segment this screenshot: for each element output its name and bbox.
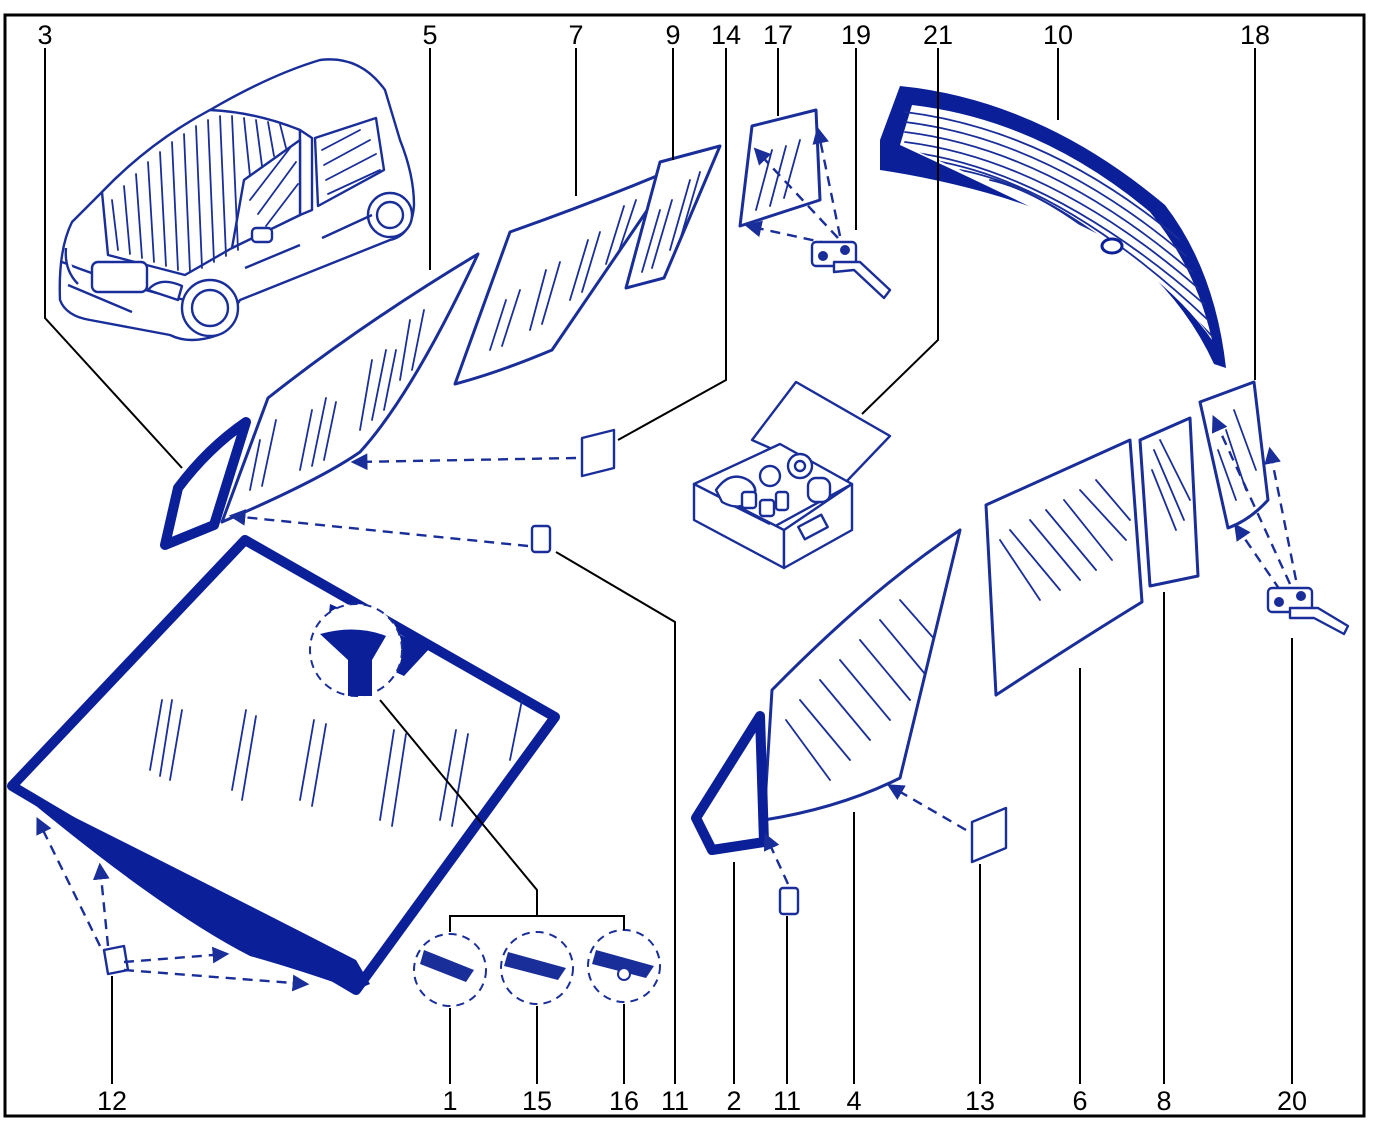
callout-6: 6 [1072, 1086, 1087, 1116]
glass-part-5 [220, 252, 480, 524]
callout-20: 20 [1277, 1086, 1307, 1116]
repair-kit-box [692, 380, 892, 570]
leader-lines [44, 48, 1293, 1084]
callout-11a: 11 [661, 1086, 689, 1116]
callout-7: 7 [568, 20, 583, 50]
clip-part-13 [970, 806, 1008, 864]
callout-9: 9 [665, 20, 680, 50]
rear-screen-10 [880, 86, 1226, 368]
clip-part-11a [530, 524, 552, 554]
diagram-border [3, 13, 1366, 1118]
callout-11b: 11 [773, 1086, 801, 1116]
glass-part-2 [691, 711, 769, 855]
detail-circles [413, 929, 661, 1007]
callout-16: 16 [609, 1086, 639, 1116]
glass-part-3 [160, 417, 251, 550]
car-hatching [111, 115, 381, 273]
callout-19: 19 [841, 20, 871, 50]
clip-part-11b [778, 886, 800, 916]
windscreen [7, 535, 560, 995]
callout-8: 8 [1156, 1086, 1171, 1116]
suction-tool-20 [1266, 586, 1350, 636]
callout-21: 21 [923, 20, 953, 50]
callout-10: 10 [1043, 20, 1073, 50]
callout-5: 5 [422, 20, 437, 50]
callout-3: 3 [37, 20, 52, 50]
callout-17: 17 [763, 20, 793, 50]
callout-12: 12 [97, 1086, 127, 1116]
callout-18: 18 [1240, 20, 1270, 50]
clip-part-14 [580, 428, 616, 478]
callout-15: 15 [522, 1086, 552, 1116]
suction-tool-19 [810, 240, 892, 300]
callout-1: 1 [442, 1086, 457, 1116]
callout-2: 2 [726, 1086, 741, 1116]
callout-14: 14 [711, 20, 741, 50]
callout-4: 4 [846, 1086, 861, 1116]
glass-part-4 [762, 528, 962, 822]
car-illustration [58, 58, 416, 342]
glass-part-8 [1138, 416, 1200, 588]
callout-13: 13 [965, 1086, 995, 1116]
glass-part-6 [984, 438, 1144, 697]
callout-labels: 3 5 7 9 14 17 19 21 10 18 12 1 15 16 11 … [37, 20, 1307, 1116]
